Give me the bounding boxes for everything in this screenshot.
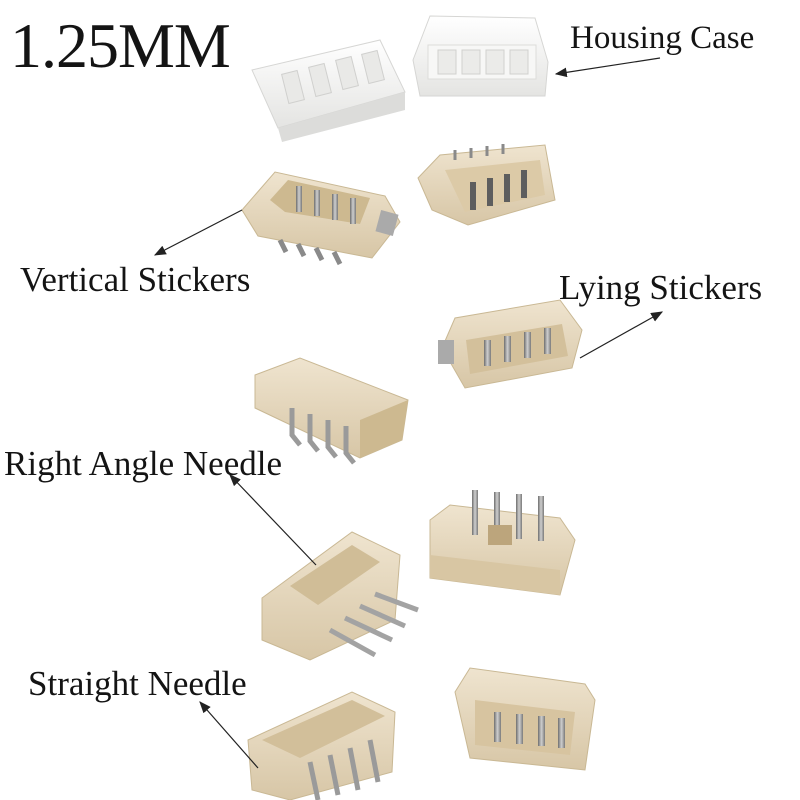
straight-needle-connector-left [247, 691, 396, 800]
arrow-housing-case [554, 57, 661, 78]
vertical-sticker-connector [241, 171, 401, 266]
pointer-arrows [153, 57, 664, 769]
label-housing-case: Housing Case [570, 20, 755, 56]
housing-case-right [412, 15, 549, 97]
straight-needle-connector-right [454, 667, 596, 771]
label-right-angle-needle: Right Angle Needle [4, 444, 283, 483]
right-angle-connector-pins-up [429, 490, 576, 596]
label-vertical-stickers: Vertical Stickers [20, 260, 251, 299]
right-angle-connector-lower [261, 531, 419, 661]
lying-sticker-connector-bottom [438, 299, 583, 389]
arrow-lying-stickers [579, 311, 664, 359]
lying-sticker-connector-top [417, 144, 556, 226]
page-title: 1.25MM [10, 10, 231, 81]
housing-case-left [251, 39, 406, 142]
right-angle-connector-upper [254, 357, 409, 465]
arrow-vertical-stickers [153, 209, 243, 256]
label-lying-stickers: Lying Stickers [559, 268, 763, 307]
arrow-right-angle-needle [229, 474, 317, 566]
arrow-straight-needle [199, 701, 259, 769]
label-straight-needle: Straight Needle [28, 664, 247, 703]
